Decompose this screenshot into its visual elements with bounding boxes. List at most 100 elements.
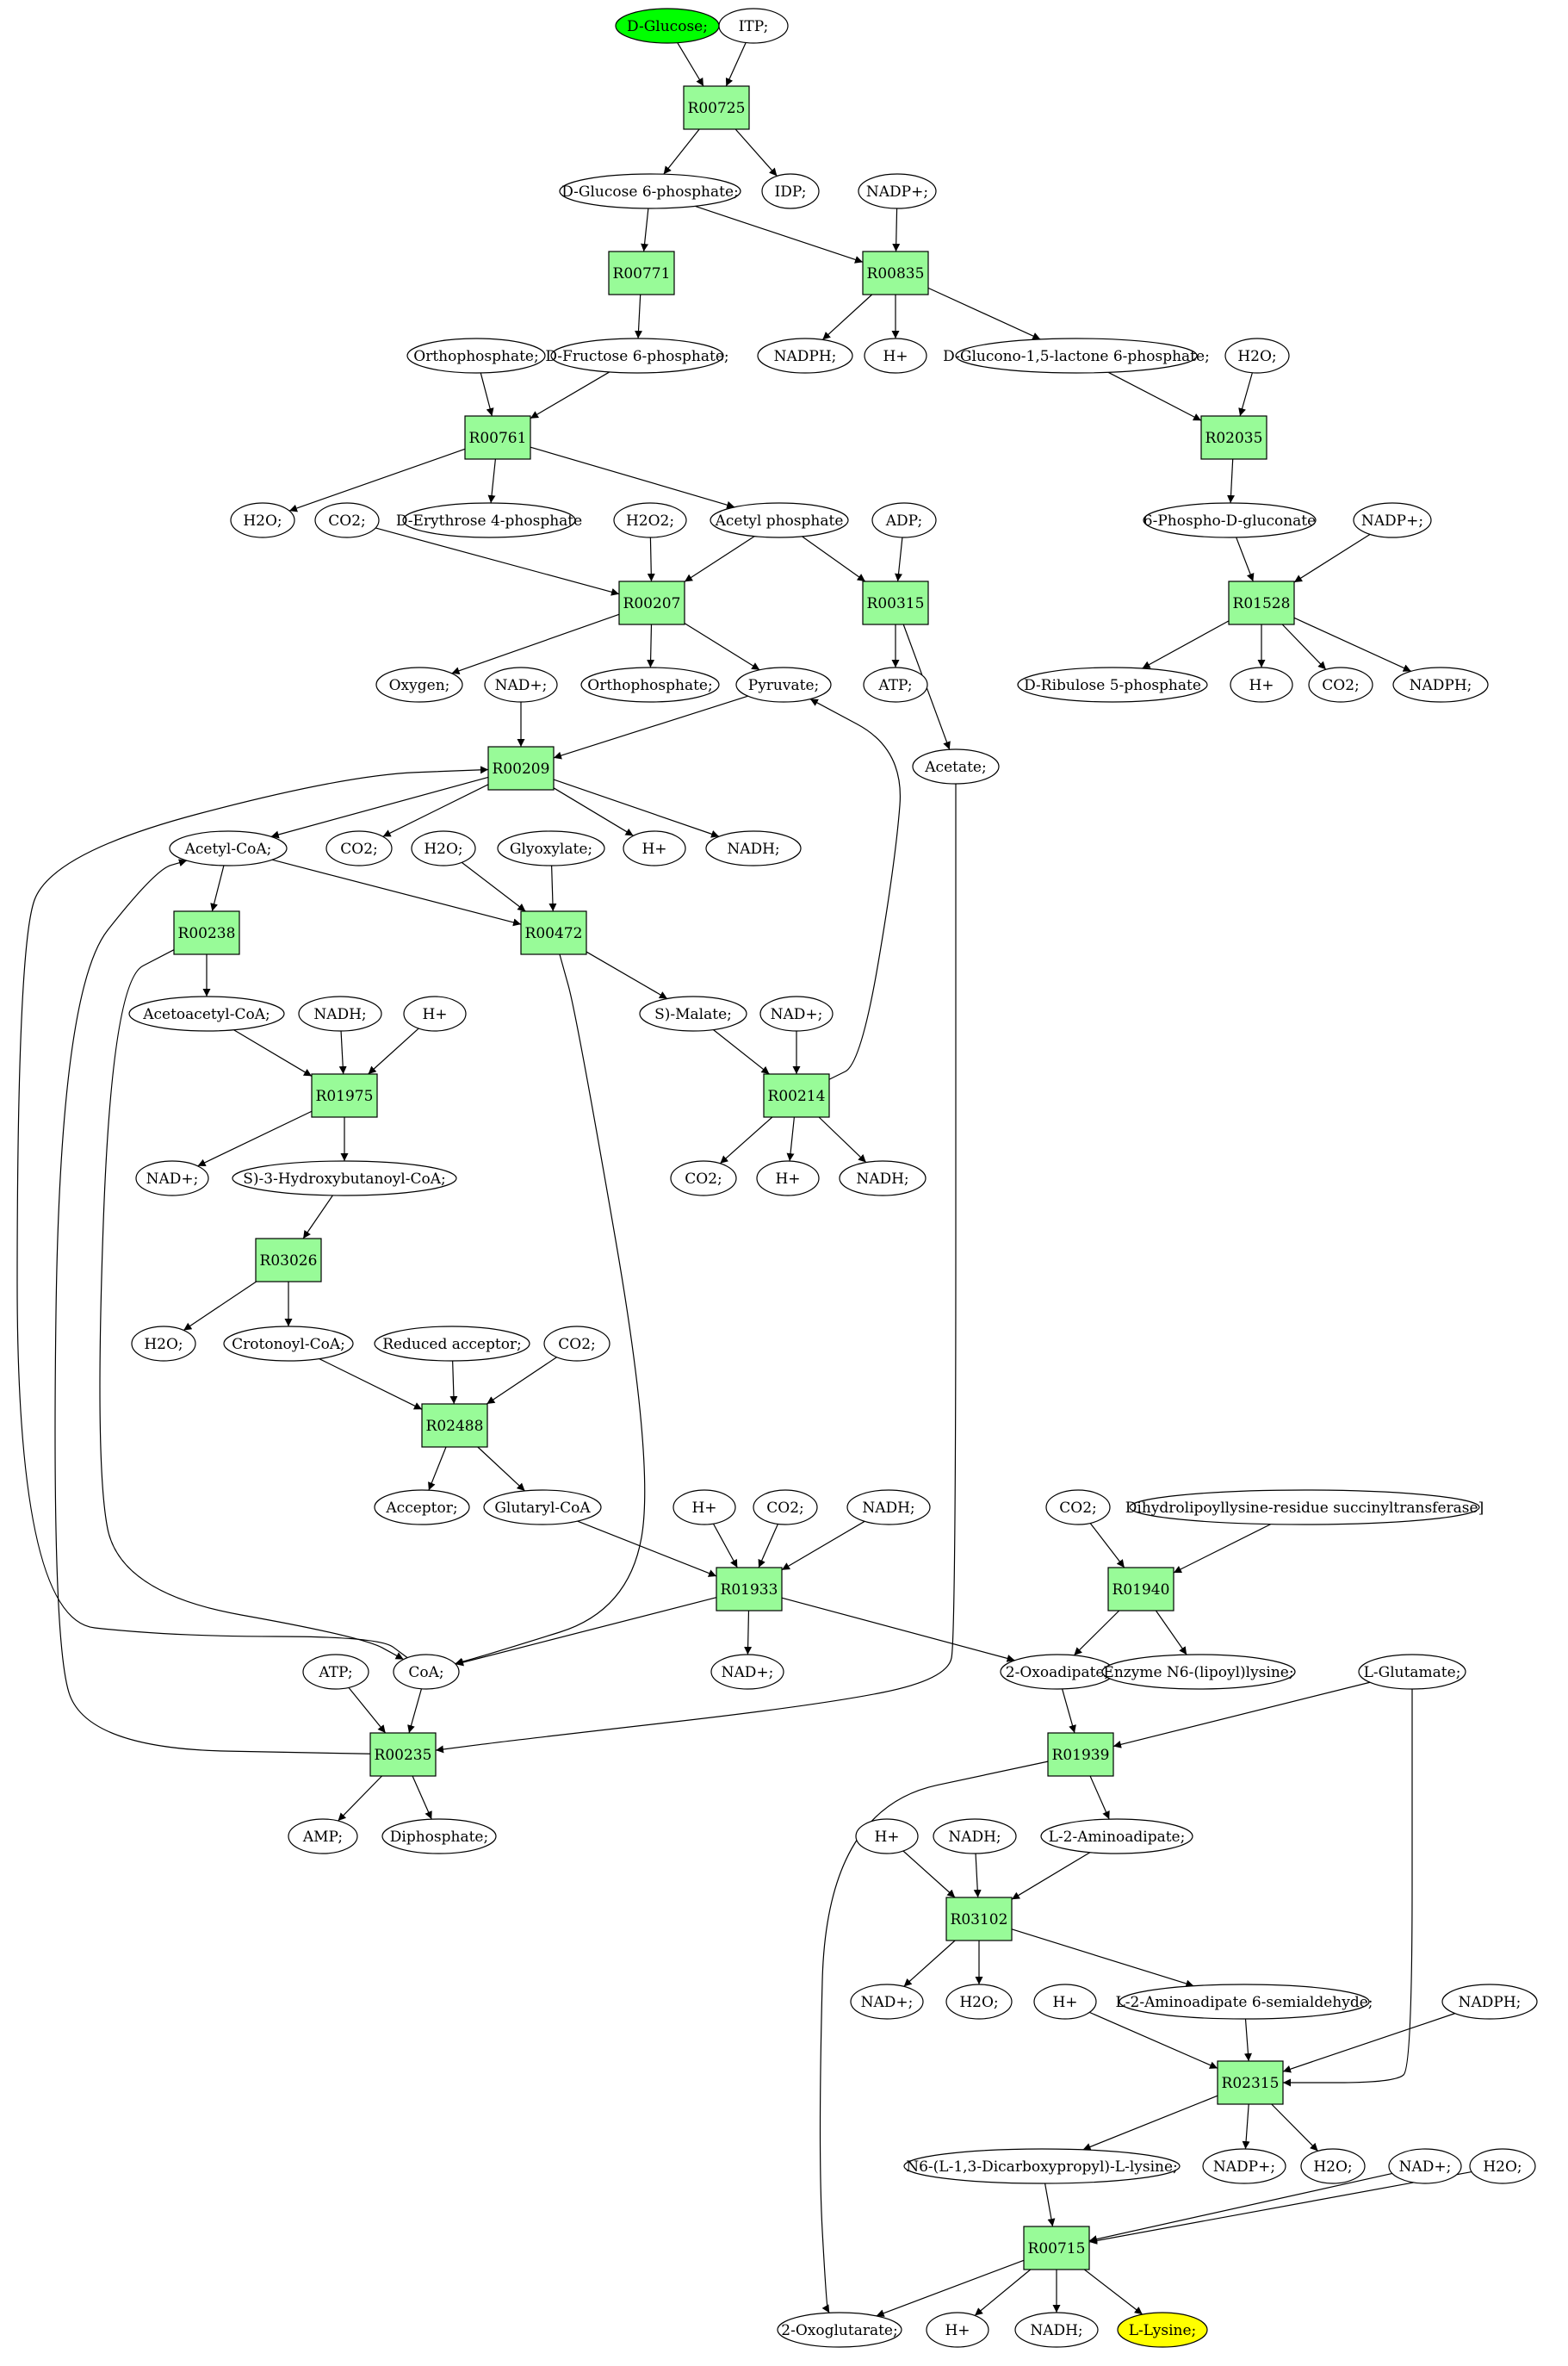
compound-node[interactable]: Glutaryl-CoA — [483, 1489, 602, 1525]
compound-node[interactable]: NAD+; — [484, 667, 558, 703]
reaction-node[interactable]: R02315 — [1217, 2060, 1284, 2105]
reaction-node[interactable]: R00725 — [683, 85, 750, 130]
compound-node[interactable]: Pyruvate; — [735, 667, 832, 703]
compound-node[interactable]: Orthophosphate; — [406, 338, 546, 374]
compound-node[interactable]: NAD+; — [135, 1160, 209, 1196]
reaction-node[interactable]: R00771 — [608, 251, 675, 295]
compound-node[interactable]: S)-3-Hydroxybutanoyl-CoA; — [232, 1160, 457, 1196]
reaction-node[interactable]: R00715 — [1023, 2226, 1090, 2270]
compound-node[interactable]: H+ — [1230, 667, 1293, 703]
compound-node[interactable]: CO2; — [314, 502, 380, 538]
compound-node[interactable]: L-Glutamate; — [1358, 1654, 1466, 1690]
compound-node[interactable]: S)-Malate; — [639, 996, 747, 1032]
compound-node[interactable]: CO2; — [1308, 667, 1373, 703]
compound-node[interactable]: H+ — [855, 1818, 919, 1854]
compound-node[interactable]: Diphosphate; — [381, 1818, 497, 1854]
compound-node[interactable]: CoA; — [393, 1654, 460, 1690]
compound-node[interactable]: L-2-Aminoadipate 6-semialdehyde; — [1115, 1984, 1373, 2020]
compound-node[interactable]: ADP; — [871, 502, 937, 538]
compound-node[interactable]: H+ — [403, 996, 467, 1032]
reaction-node[interactable]: R00472 — [520, 910, 587, 955]
compound-node[interactable]: ATP; — [302, 1654, 369, 1690]
compound-node[interactable]: NADPH; — [1441, 1984, 1538, 2020]
compound-node[interactable]: NADH; — [298, 996, 382, 1032]
compound-node[interactable]: H+ — [1033, 1984, 1097, 2020]
compound-node[interactable]: Oxygen; — [375, 667, 463, 703]
reaction-node[interactable]: R00315 — [862, 581, 929, 625]
compound-node[interactable]: Enzyme N6-(lipoyl)lysine; — [1101, 1654, 1296, 1690]
compound-node[interactable]: NAD+; — [710, 1654, 784, 1690]
compound-node[interactable]: H2O; — [1300, 2148, 1366, 2184]
compound-node[interactable]: NADP+; — [1353, 502, 1432, 538]
compound-node[interactable]: NAD+; — [1388, 2148, 1462, 2184]
compound-node[interactable]: H2O; — [945, 1984, 1013, 2020]
compound-node[interactable]: D-Fructose 6-phosphate; — [545, 338, 729, 374]
compound-node[interactable]: L-Lysine; — [1117, 2312, 1208, 2348]
compound-node[interactable]: Acetyl phosphate — [710, 502, 849, 538]
compound-node[interactable]: N6-(L-1,3-Dicarboxypropyl)-L-lysine; — [903, 2148, 1181, 2184]
compound-node[interactable]: H+ — [926, 2312, 989, 2348]
compound-node[interactable]: NADPH; — [757, 338, 853, 374]
compound-node[interactable]: Reduced acceptor; — [374, 1326, 530, 1362]
compound-node[interactable]: CO2; — [753, 1489, 818, 1525]
compound-node[interactable]: NADH; — [839, 1160, 927, 1196]
compound-node[interactable]: CO2; — [1045, 1489, 1111, 1525]
compound-node[interactable]: H+ — [672, 1489, 736, 1525]
compound-node[interactable]: D-Glucose; — [615, 8, 720, 44]
reaction-node[interactable]: R01940 — [1107, 1567, 1174, 1611]
compound-node[interactable]: 6-Phospho-D-gluconate — [1143, 502, 1317, 538]
reaction-node[interactable]: R00214 — [763, 1073, 830, 1118]
compound-node[interactable]: H2O; — [1224, 338, 1290, 374]
compound-node[interactable]: Acceptor; — [374, 1489, 470, 1525]
compound-node[interactable]: H2O2; — [613, 502, 687, 538]
reaction-node[interactable]: R00207 — [618, 581, 685, 625]
reaction-node[interactable]: R00235 — [369, 1732, 437, 1777]
reaction-node[interactable]: R00238 — [173, 910, 240, 955]
compound-node[interactable]: Orthophosphate; — [580, 667, 720, 703]
reaction-node[interactable]: R01975 — [311, 1073, 378, 1118]
compound-node[interactable]: H2O; — [230, 502, 295, 538]
reaction-node[interactable]: R01939 — [1047, 1732, 1114, 1777]
compound-node[interactable]: ATP; — [863, 667, 928, 703]
reaction-node[interactable]: R00835 — [862, 251, 929, 295]
reaction-node[interactable]: R00209 — [487, 746, 555, 791]
compound-node[interactable]: Glyoxylate; — [497, 830, 605, 866]
compound-node[interactable]: CO2; — [543, 1326, 610, 1362]
compound-node[interactable]: H2O; — [131, 1326, 196, 1362]
reaction-node[interactable]: R00761 — [464, 415, 531, 460]
compound-node[interactable]: NAD+; — [850, 1984, 924, 2020]
compound-node[interactable]: AMP; — [288, 1818, 358, 1854]
compound-node[interactable]: NADH; — [1014, 2312, 1099, 2348]
compound-node[interactable]: NADP+; — [1202, 2148, 1286, 2184]
compound-node[interactable]: ITP; — [718, 8, 789, 44]
compound-node[interactable]: D-Erythrose 4-phosphate — [396, 502, 582, 538]
compound-node[interactable]: L-2-Aminoadipate; — [1040, 1818, 1193, 1854]
compound-node[interactable]: Acetyl-CoA; — [169, 830, 288, 866]
compound-node[interactable]: NADP+; — [858, 173, 937, 209]
compound-node[interactable]: D-Glucose 6-phosphate; — [559, 173, 741, 209]
reaction-node[interactable]: R01933 — [716, 1567, 783, 1611]
compound-node[interactable]: NADH; — [846, 1489, 931, 1525]
compound-node[interactable]: Dihydrolipoyllysine-residue succinyltran… — [1125, 1489, 1484, 1525]
compound-node[interactable]: IDP; — [761, 173, 820, 209]
compound-node[interactable]: NADH; — [705, 830, 802, 866]
reaction-node[interactable]: R03102 — [945, 1897, 1013, 1941]
compound-node[interactable]: CO2; — [325, 830, 393, 866]
compound-node[interactable]: H+ — [623, 830, 686, 866]
compound-node[interactable]: CO2; — [670, 1160, 737, 1196]
compound-node[interactable]: Acetate; — [912, 748, 1000, 785]
compound-node[interactable]: H2O; — [411, 830, 476, 866]
compound-node[interactable]: D-Glucono-1,5-lactone 6-phosphate; — [943, 338, 1210, 374]
compound-node[interactable]: Acetoacetyl-CoA; — [128, 996, 285, 1032]
compound-node[interactable]: H+ — [864, 338, 927, 374]
compound-node[interactable]: 2-Oxoadipate; — [1000, 1654, 1115, 1690]
compound-node[interactable]: Crotonoyl-CoA; — [223, 1326, 354, 1362]
reaction-node[interactable]: R02035 — [1200, 415, 1267, 460]
compound-node[interactable]: NADH; — [933, 1818, 1017, 1854]
reaction-node[interactable]: R03026 — [255, 1238, 322, 1282]
compound-node[interactable]: H+ — [756, 1160, 820, 1196]
reaction-node[interactable]: R01528 — [1228, 581, 1295, 625]
reaction-node[interactable]: R02488 — [421, 1403, 488, 1448]
compound-node[interactable]: D-Ribulose 5-phosphate — [1017, 667, 1208, 703]
compound-node[interactable]: NAD+; — [759, 996, 834, 1032]
